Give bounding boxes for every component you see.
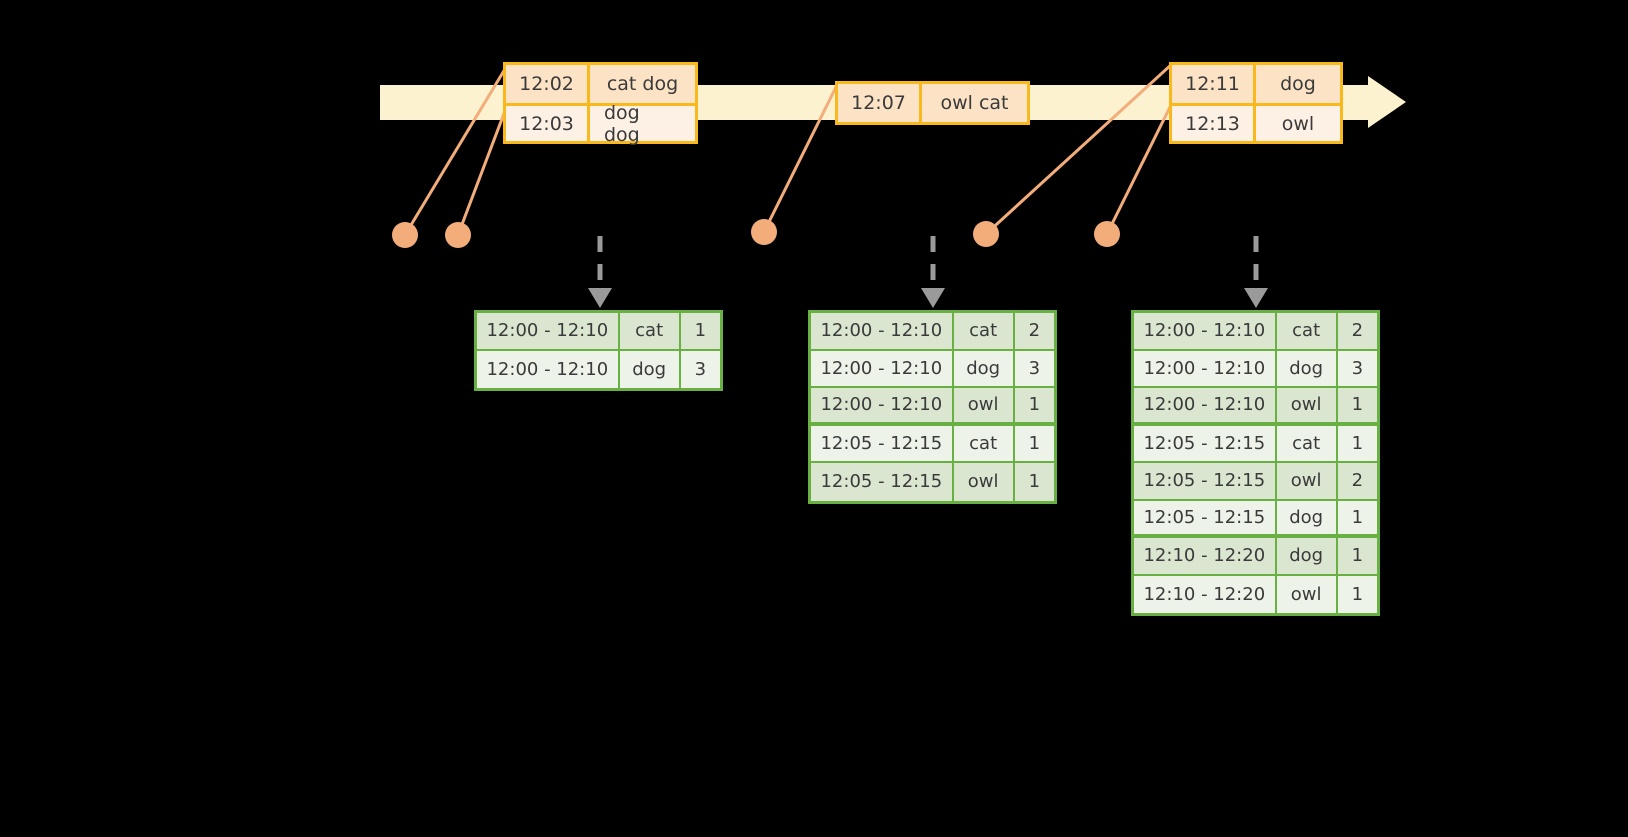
window-cell: 12:05 - 12:15 [1134, 425, 1277, 461]
window-cell: 12:00 - 12:10 [811, 350, 954, 386]
event-words: owl cat [922, 84, 1027, 122]
word-cell: dog [619, 350, 681, 388]
count-cell: 1 [1337, 388, 1377, 422]
event-words: cat dog [590, 65, 695, 103]
word-cell: cat [1276, 313, 1338, 349]
window-cell: 12:00 - 12:10 [1134, 313, 1277, 349]
event-time: 12:07 [838, 84, 922, 122]
count-cell: 2 [1337, 463, 1377, 499]
event-group-2: 12:07 owl cat [835, 81, 1030, 125]
word-cell: owl [1276, 463, 1338, 499]
window-cell: 12:00 - 12:10 [477, 350, 620, 388]
count-cell: 3 [1014, 350, 1054, 386]
window-cell: 12:10 - 12:20 [1134, 575, 1277, 613]
count-cell: 1 [680, 313, 720, 349]
word-cell: cat [1276, 425, 1338, 461]
event-time: 12:03 [506, 106, 590, 141]
update-arrow-3-head-icon [1244, 288, 1268, 308]
window-cell: 12:10 - 12:20 [1134, 538, 1277, 574]
timeline-arrowhead-icon [1368, 76, 1406, 128]
event-dot-1203-line [456, 102, 510, 236]
event-words: owl [1256, 106, 1340, 141]
event-row: 12:11 dog [1172, 65, 1340, 103]
count-cell: 1 [1014, 388, 1054, 422]
word-cell: owl [1276, 575, 1338, 613]
event-dot-1203 [445, 222, 471, 248]
word-cell: owl [1276, 388, 1338, 422]
event-dot-1213 [1094, 221, 1120, 247]
word-cell: dog [1276, 500, 1338, 534]
event-dot-1213-line [1105, 102, 1174, 235]
window-cell: 12:00 - 12:10 [811, 313, 954, 349]
event-time: 12:13 [1172, 106, 1256, 141]
update-arrow-2-head-icon [921, 288, 945, 308]
event-row: 12:13 owl [1172, 103, 1340, 141]
event-row: 12:03 dog dog [506, 102, 695, 146]
event-row: 12:07 owl cat [838, 84, 1027, 122]
count-cell: 1 [1014, 425, 1054, 461]
event-group-3: 12:11 dog 12:13 owl [1169, 62, 1343, 144]
update-arrow-1-head-icon [588, 288, 612, 308]
window-cell: 12:00 - 12:10 [1134, 388, 1277, 422]
count-cell: 3 [1337, 350, 1377, 386]
count-cell: 1 [1337, 575, 1377, 613]
word-cell: cat [953, 313, 1015, 349]
event-row: 12:02 cat dog [506, 65, 695, 103]
word-cell: dog [953, 350, 1015, 386]
event-words: dog [1256, 65, 1340, 103]
word-cell: dog [1276, 350, 1338, 386]
window-cell: 12:05 - 12:15 [811, 463, 954, 501]
dashed-update-arrows [588, 236, 1268, 308]
event-words: dog dog [590, 102, 695, 146]
window-cell: 12:05 - 12:15 [811, 425, 954, 461]
connector-dots [392, 219, 1120, 248]
word-cell: owl [953, 388, 1015, 422]
event-dot-1207 [751, 219, 777, 245]
word-cell: cat [619, 313, 681, 349]
count-cell: 2 [1014, 313, 1054, 349]
window-cell: 12:00 - 12:10 [811, 388, 954, 422]
event-dot-1211 [973, 221, 999, 247]
window-cell: 12:00 - 12:10 [477, 313, 620, 349]
event-dot-1202 [392, 222, 418, 248]
count-cell: 1 [1337, 500, 1377, 534]
count-cell: 1 [1337, 538, 1377, 574]
event-time: 12:02 [506, 65, 590, 103]
count-cell: 1 [1337, 425, 1377, 461]
window-cell: 12:05 - 12:15 [1134, 463, 1277, 499]
window-cell: 12:00 - 12:10 [1134, 350, 1277, 386]
word-cell: cat [953, 425, 1015, 461]
window-cell: 12:05 - 12:15 [1134, 500, 1277, 534]
word-cell: dog [1276, 538, 1338, 574]
word-cell: owl [953, 463, 1015, 501]
event-group-1: 12:02 cat dog 12:03 dog dog [503, 62, 698, 146]
count-cell: 1 [1014, 463, 1054, 501]
event-time: 12:11 [1172, 65, 1256, 103]
count-cell: 2 [1337, 313, 1377, 349]
count-cell: 3 [680, 350, 720, 388]
